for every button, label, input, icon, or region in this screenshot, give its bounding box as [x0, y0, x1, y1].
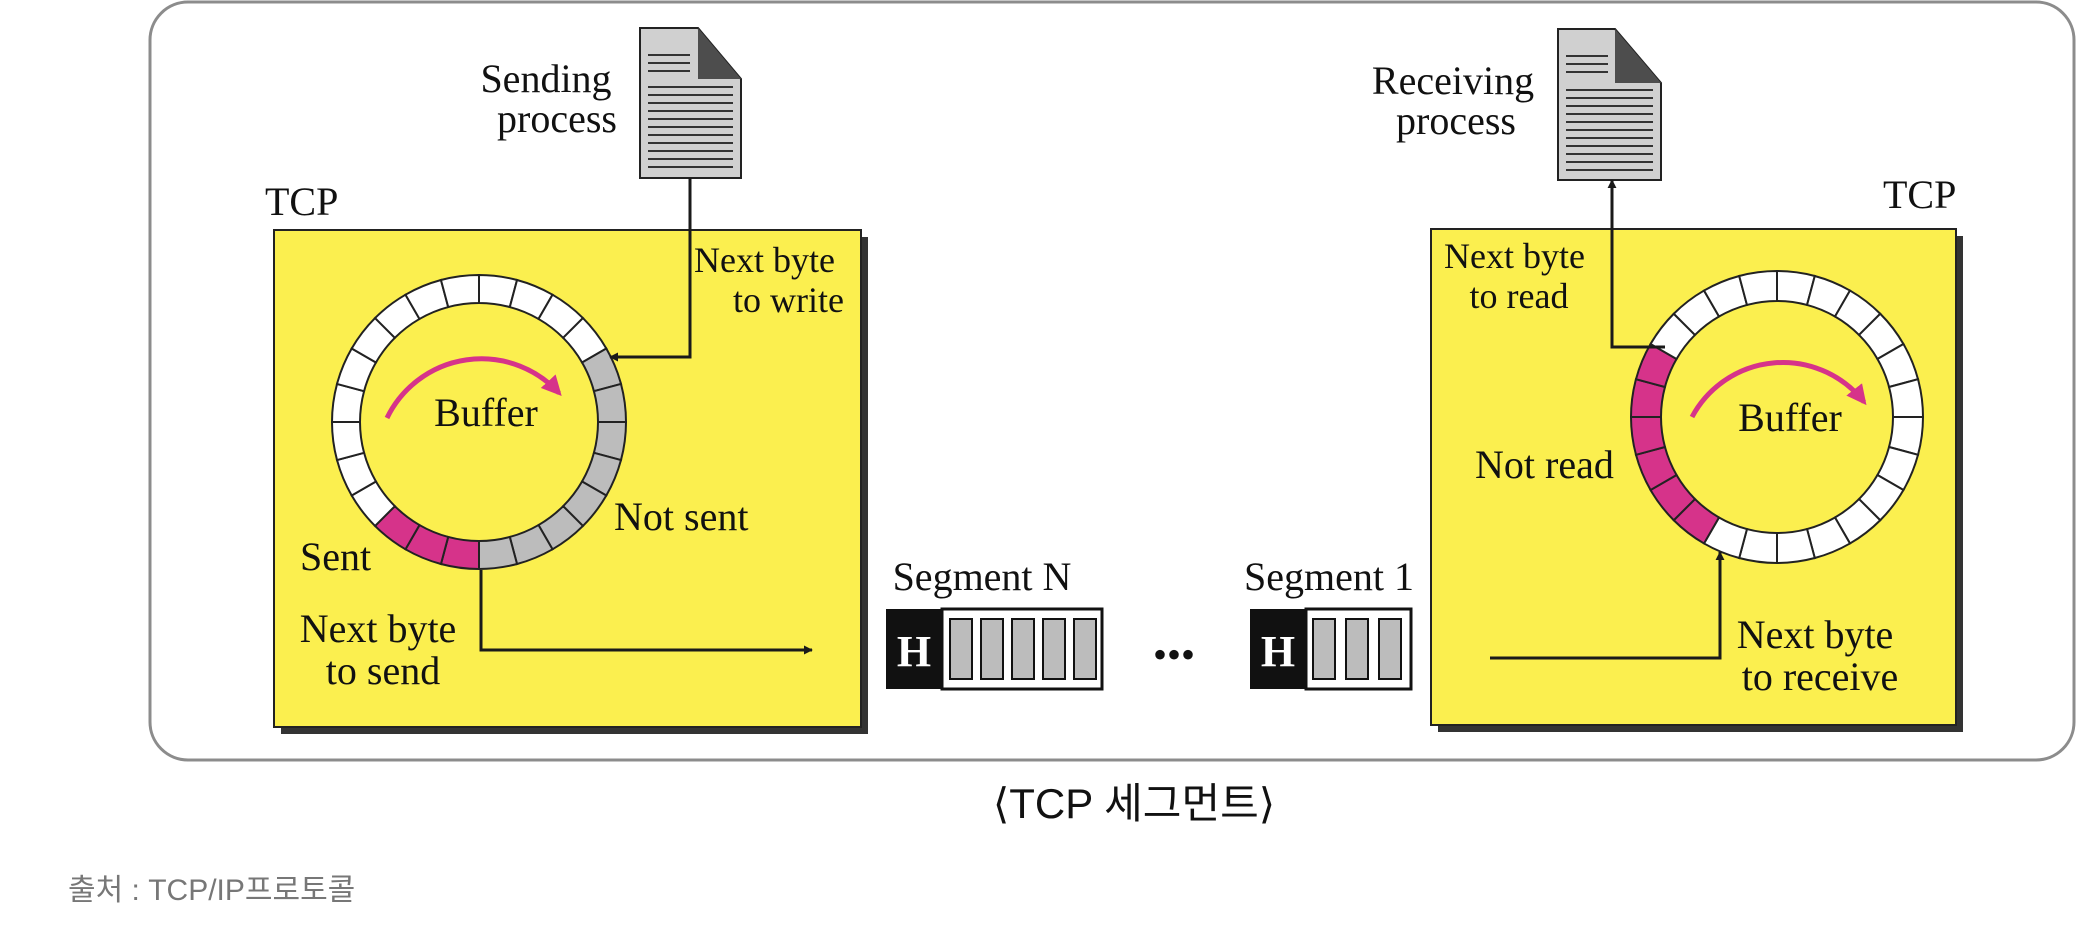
segments-ellipsis: ••• [1153, 632, 1195, 677]
segment-1-label: Segment 1 [1244, 554, 1414, 599]
buffer-slot-gray [478, 535, 519, 571]
not-sent-label: Not sent [614, 494, 748, 539]
not-read-label: Not read [1475, 442, 1614, 487]
next-byte-to-receive-arrow [1490, 551, 1725, 660]
sent-label: Sent [300, 534, 371, 579]
sender-buffer-label: Buffer [434, 390, 538, 435]
buffer-slot-sent [1629, 416, 1667, 457]
receiver-buffer-label: Buffer [1738, 395, 1842, 440]
sending-process-document-icon [639, 27, 742, 179]
receiver-tcp-label: TCP [1883, 172, 1956, 217]
buffer-slot-empty [1887, 377, 1925, 418]
segment-n-label: Segment N [893, 554, 1072, 599]
source-note: 출처 : TCP/IP프로토콜 [68, 874, 355, 907]
buffer-slot-gray [592, 382, 628, 423]
segment-1: H [1250, 607, 1413, 691]
receiver-rotation-arrow [1689, 360, 1867, 419]
next-byte-to-receive-label: Next byte to receive [1737, 612, 1904, 699]
buffer-slot-empty [1737, 269, 1778, 307]
sender-ring-buffer [330, 273, 628, 571]
sender-rotation-arrow [384, 356, 562, 420]
receiver-ring-buffer [1629, 269, 1925, 565]
receiving-process-document-icon [1557, 28, 1662, 181]
buffer-slot-empty [1776, 527, 1817, 565]
buffer-slot-empty [330, 421, 366, 462]
segment-1-header [1250, 609, 1306, 689]
segment-1-header-letter: H [1261, 627, 1295, 676]
segment-n: H [886, 607, 1104, 691]
segment-n-header [886, 609, 942, 689]
figure-caption: ⟨TCP 세그먼트⟩ [993, 780, 1275, 827]
sender-tcp-label: TCP [265, 179, 338, 224]
next-byte-to-write-arrow [609, 178, 692, 362]
receiving-process-label: Receiving process [1372, 58, 1544, 143]
next-byte-to-send-arrow [479, 570, 813, 655]
next-byte-to-send-label: Next byte to send [300, 606, 467, 693]
next-byte-to-write-label: Next byte to write [694, 240, 844, 320]
next-byte-to-read-arrow [1607, 179, 1665, 349]
buffer-slot-empty [439, 273, 480, 309]
segment-n-header-letter: H [897, 627, 931, 676]
next-byte-to-read-label: Next byte to read [1444, 236, 1594, 316]
sending-process-label: Sending process [480, 56, 621, 141]
